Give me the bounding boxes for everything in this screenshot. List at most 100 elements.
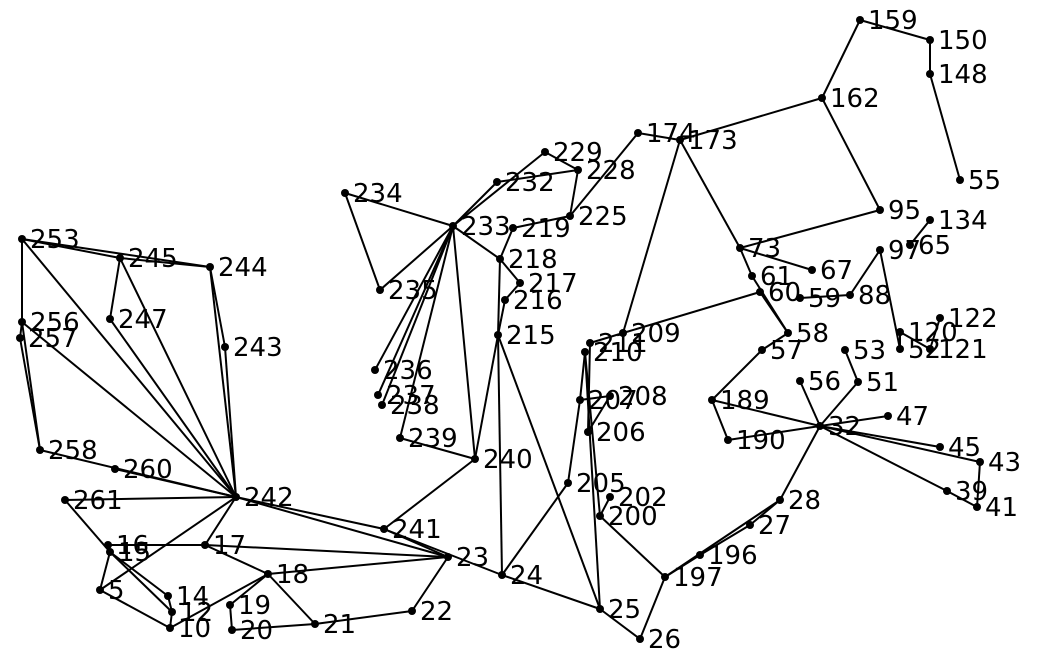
edge-61-58: [751, 275, 789, 334]
node-marker: [796, 377, 804, 385]
node-label: 23: [456, 543, 489, 573]
edge-244-242: [209, 266, 237, 498]
node-label: 205: [576, 469, 626, 499]
node-label: 97: [888, 236, 921, 266]
node-21: 21: [311, 610, 356, 640]
node-marker: [449, 222, 457, 230]
edge-219-225: [512, 215, 571, 229]
node-label: 174: [646, 119, 696, 149]
node-label: 19: [238, 591, 271, 621]
edge-218-217: [499, 258, 521, 284]
node-189: 189: [708, 386, 770, 416]
node-32: 32: [816, 412, 861, 442]
node-marker: [496, 255, 504, 263]
edge-5-242: [99, 496, 237, 591]
node-marker: [206, 263, 214, 271]
node-208: 208: [606, 382, 668, 412]
node-88: 88: [846, 281, 891, 311]
node-marker: [444, 553, 452, 561]
node-marker: [808, 266, 816, 274]
node-label: 244: [218, 253, 268, 283]
node-label: 233: [461, 212, 511, 242]
node-23: 23: [444, 543, 489, 573]
node-marker: [104, 541, 112, 549]
node-244: 244: [206, 253, 268, 283]
edge-121-122: [929, 317, 941, 350]
edge-17-242: [204, 496, 237, 546]
node-43: 43: [976, 448, 1021, 478]
edge-240-239: [399, 437, 476, 460]
edge-209-173: [622, 139, 681, 334]
node-52: 52: [896, 335, 941, 365]
edge-55-148: [929, 73, 961, 181]
node-label: 211: [598, 329, 648, 359]
node-label: 88: [858, 281, 891, 311]
edge-174-173: [637, 132, 681, 141]
edge-18-23: [267, 556, 449, 575]
edge-229-228: [544, 151, 579, 171]
node-label: 210: [593, 338, 643, 368]
node-173: 173: [676, 126, 738, 156]
edge-209-211: [589, 332, 624, 344]
node-marker: [676, 136, 684, 144]
node-240: 240: [471, 445, 533, 475]
node-211: 211: [586, 329, 648, 359]
edge-233-240: [452, 225, 476, 460]
node-label: 219: [521, 214, 571, 244]
node-73: 73: [736, 234, 781, 264]
node-marker: [856, 16, 864, 24]
node-marker: [896, 328, 904, 336]
node-261: 261: [61, 486, 123, 516]
node-label: 120: [908, 318, 958, 348]
node-236: 236: [371, 356, 433, 386]
edge-5-10: [99, 589, 171, 629]
node-marker: [926, 345, 934, 353]
node-205: 205: [564, 469, 626, 499]
node-label: 56: [808, 367, 841, 397]
node-label: 16: [116, 531, 149, 561]
node-marker: [841, 346, 849, 354]
node-label: 260: [123, 455, 173, 485]
node-19: 19: [226, 591, 271, 621]
node-51: 51: [854, 368, 899, 398]
node-label: 51: [866, 368, 899, 398]
node-marker: [606, 392, 614, 400]
node-237: 237: [374, 381, 436, 411]
edge-15-5: [99, 551, 111, 591]
node-17: 17: [201, 531, 246, 561]
edge-24-241: [383, 528, 503, 576]
node-label: 240: [483, 445, 533, 475]
edge-209-60: [622, 291, 761, 334]
node-238: 238: [378, 391, 440, 421]
node-233: 233: [449, 212, 511, 242]
node-190: 190: [724, 426, 786, 456]
node-18: 18: [264, 560, 309, 590]
node-22: 22: [408, 597, 453, 627]
edge-18-21: [267, 573, 316, 625]
node-marker: [96, 586, 104, 594]
node-label: 239: [408, 424, 458, 454]
node-97: 97: [876, 236, 921, 266]
node-marker: [581, 348, 589, 356]
node-218: 218: [496, 245, 558, 275]
node-label: 32: [828, 412, 861, 442]
node-label: 122: [948, 304, 998, 334]
edge-162-95: [821, 97, 881, 211]
node-209: 209: [619, 319, 681, 349]
node-196: 196: [696, 541, 758, 571]
node-label: 257: [28, 324, 78, 354]
edge-28-32: [779, 425, 821, 501]
node-20: 20: [228, 616, 273, 646]
node-53: 53: [841, 336, 886, 366]
node-253: 253: [18, 225, 80, 255]
edge-51-32: [819, 381, 859, 427]
node-marker: [634, 129, 642, 137]
node-marker: [264, 570, 272, 578]
node-marker: [796, 294, 804, 302]
node-marker: [541, 148, 549, 156]
node-marker: [374, 391, 382, 399]
node-label: 27: [758, 511, 791, 541]
node-marker: [606, 493, 614, 501]
node-label: 52: [908, 335, 941, 365]
